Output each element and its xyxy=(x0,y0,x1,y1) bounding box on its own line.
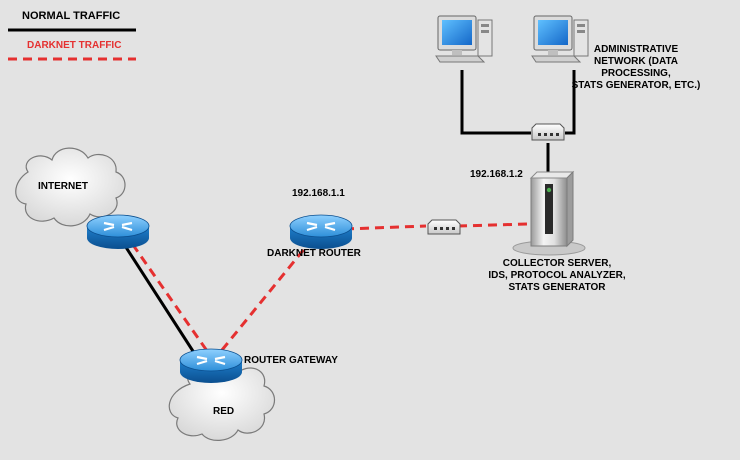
collector-ip: 192.168.1.2 xyxy=(470,169,523,180)
link-admin-switch-right xyxy=(565,70,576,135)
collector-label-line-1: COLLECTOR SERVER, xyxy=(502,258,612,269)
admin-label-line-2: NETWORK (DATA xyxy=(593,56,679,67)
legend-darknet-label: DARKNET TRAFFIC xyxy=(27,40,122,51)
link-admin-workstations xyxy=(460,70,531,135)
collector-server-icon xyxy=(512,170,586,256)
darknet-link-internet-gateway xyxy=(122,231,214,359)
gateway-router-icon xyxy=(179,348,243,383)
link-internet-gateway xyxy=(118,237,202,363)
internet-router-icon xyxy=(86,214,150,249)
darknet-router-ip: 192.168.1.1 xyxy=(292,188,345,199)
admin-label-line-1: ADMINISTRATIVE xyxy=(593,44,679,55)
darknet-link-switch-collector xyxy=(457,222,529,228)
workstation-2-icon xyxy=(531,15,589,63)
collector-label-line-3: STATS GENERATOR xyxy=(508,282,606,293)
admin-label-line-4: STATS GENERATOR, ETC.) xyxy=(571,80,701,91)
gateway-label: ROUTER GATEWAY xyxy=(244,355,338,366)
darknet-link-gateway-darknet-router xyxy=(220,247,307,351)
internet-cloud-icon xyxy=(15,147,126,227)
collector-label: COLLECTOR SERVER, IDS, PROTOCOL ANALYZER… xyxy=(488,258,625,294)
darknet-link-router-switch xyxy=(344,224,427,231)
legend-normal-label: NORMAL TRAFFIC xyxy=(22,10,121,22)
darknet-router-label: DARKNET ROUTER xyxy=(267,248,361,259)
darknet-switch-icon xyxy=(427,219,461,235)
workstation-1-icon xyxy=(435,15,493,63)
red-label: RED xyxy=(213,406,235,417)
admin-label-line-3: PROCESSING, xyxy=(601,68,671,79)
admin-switch-icon xyxy=(531,123,565,141)
collector-label-line-2: IDS, PROTOCOL ANALYZER, xyxy=(488,270,626,281)
internet-label: INTERNET xyxy=(38,181,88,192)
admin-network-label: ADMINISTRATIVE NETWORK (DATA PROCESSING,… xyxy=(572,44,701,92)
darknet-router-icon xyxy=(289,214,353,249)
